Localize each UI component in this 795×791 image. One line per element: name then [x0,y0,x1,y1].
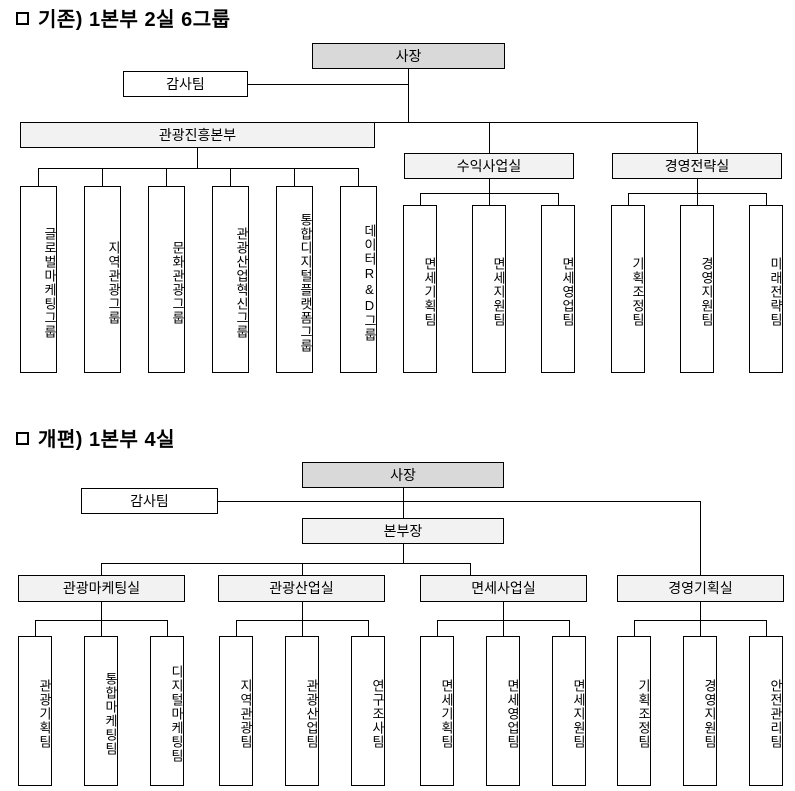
box-ceo-after[interactable]: 사장 [302,462,504,488]
connector-drop-g2-before [102,168,103,186]
box-team-digital-marketing[interactable]: 디지털마케팅팀 [150,636,184,786]
section-title-after: 개편) 1본부 4실 [16,430,175,450]
connector-drop-m2-after [101,620,102,636]
connector-tourism-bus-before [38,168,358,169]
connector-drop-g4-before [230,168,231,186]
box-team-duty-free-sales-before[interactable]: 면세영업팀 [541,205,575,373]
connector-drop-g5-before [294,168,295,186]
box-division-profit-before[interactable]: 수익사업실 [404,153,574,179]
box-team-duty-free-support-before[interactable]: 면세지원팀 [472,205,506,373]
box-team-management-support-before[interactable]: 경영지원팀 [680,205,714,373]
box-team-duty-free-planning-after[interactable]: 면세기획팀 [420,636,454,786]
box-team-management-support-after[interactable]: 경영지원팀 [683,636,717,786]
connector-drop-strategy-before [697,122,698,153]
connector-drop-g6-before [358,168,359,186]
connector-marketing-down-after [101,602,102,620]
connector-drop-profit-before [489,122,490,153]
box-division-tourism-before[interactable]: 관광진흥본부 [20,122,375,148]
box-audit-after[interactable]: 감사팀 [81,488,218,514]
connector-drop-d3-after [569,620,570,636]
connector-tourism-down-before [197,148,198,168]
box-office-duty-free[interactable]: 면세사업실 [420,575,587,602]
connector-ceo-down-before [408,69,409,122]
section-title-before-text: 기존) 1본부 2실 6그룹 [38,9,231,31]
box-ceo-before[interactable]: 사장 [312,43,505,69]
box-team-regional-tourism[interactable]: 지역관광팀 [219,636,253,786]
connector-strategy-down-before [697,179,698,193]
connector-division-bus-before [197,122,698,123]
box-group-tourism-industry-innovation[interactable]: 관광산업혁신그룹 [212,186,249,373]
connector-drop-p2-before [489,193,490,205]
box-team-duty-free-support-after[interactable]: 면세지원팀 [552,636,586,786]
box-audit-before[interactable]: 감사팀 [123,71,248,97]
box-group-culture-tourism[interactable]: 문화관광그룹 [148,186,185,373]
connector-profit-down-before [489,179,490,193]
box-team-duty-free-planning-before[interactable]: 면세기획팀 [403,205,437,373]
connector-ceo-down-after [403,488,404,518]
box-team-research-survey[interactable]: 연구조사팀 [351,636,385,786]
connector-drop-p3-before [558,193,559,205]
box-group-integrated-digital-platform[interactable]: 통합디지털플랫폼그룹 [276,186,313,373]
connector-drop-g1-before [38,168,39,186]
connector-dutyfree-down-after [503,602,504,620]
box-team-planning-coordination-before[interactable]: 기획조정팀 [611,205,645,373]
box-office-tourism-marketing[interactable]: 관광마케팅실 [18,575,185,602]
box-team-tourism-planning[interactable]: 관광기획팀 [18,636,52,786]
connector-drop-m1-after [35,620,36,636]
square-bullet-icon [16,12,29,25]
connector-audit-before [248,84,409,85]
box-head-after[interactable]: 본부장 [302,518,504,544]
section-title-before: 기존) 1본부 2실 6그룹 [16,10,231,30]
connector-drop-d2-after [503,620,504,636]
box-group-data-rnd[interactable]: 데이터R&D그룹 [340,186,377,373]
connector-drop-mg1-after [634,620,635,636]
connector-drop-d1-after [437,620,438,636]
connector-head-bus-after [101,563,470,564]
connector-audit-after [218,501,403,502]
box-group-global-marketing[interactable]: 글로벌마케팅그룹 [20,186,57,373]
connector-head-down-after [403,544,404,563]
connector-drop-mg3-after [766,620,767,636]
connector-drop-mg2-after [700,620,701,636]
connector-drop-s3-before [766,193,767,205]
box-team-integrated-marketing[interactable]: 통합마케팅팀 [84,636,118,786]
connector-drop-office2-after [302,563,303,575]
connector-drop-i2-after [302,620,303,636]
box-team-safety-management[interactable]: 안전관리팀 [749,636,783,786]
connector-drop-m3-after [167,620,168,636]
connector-management-drop-after [700,501,701,575]
box-team-planning-coordination-after[interactable]: 기획조정팀 [617,636,651,786]
box-team-future-strategy-before[interactable]: 미래전략팀 [749,205,783,373]
connector-industry-down-after [302,602,303,620]
box-team-duty-free-sales-after[interactable]: 면세영업팀 [486,636,520,786]
connector-drop-i3-after [368,620,369,636]
connector-mgmt-down-after [700,602,701,620]
connector-drop-office1-after [101,563,102,575]
connector-drop-i1-after [236,620,237,636]
box-team-tourism-industry[interactable]: 관광산업팀 [285,636,319,786]
section-title-after-text: 개편) 1본부 4실 [38,429,176,451]
connector-drop-s1-before [628,193,629,205]
square-bullet-icon-after [16,432,29,445]
connector-drop-s2-before [697,193,698,205]
box-group-regional-tourism[interactable]: 지역관광그룹 [84,186,121,373]
connector-drop-p1-before [420,193,421,205]
connector-drop-g3-before [166,168,167,186]
connector-drop-office3-after [470,563,471,575]
box-division-strategy-before[interactable]: 경영전략실 [612,153,782,179]
connector-ceo-to-management-after [403,501,700,502]
box-office-tourism-industry[interactable]: 관광산업실 [218,575,385,602]
box-office-management-planning[interactable]: 경영기획실 [617,575,784,602]
